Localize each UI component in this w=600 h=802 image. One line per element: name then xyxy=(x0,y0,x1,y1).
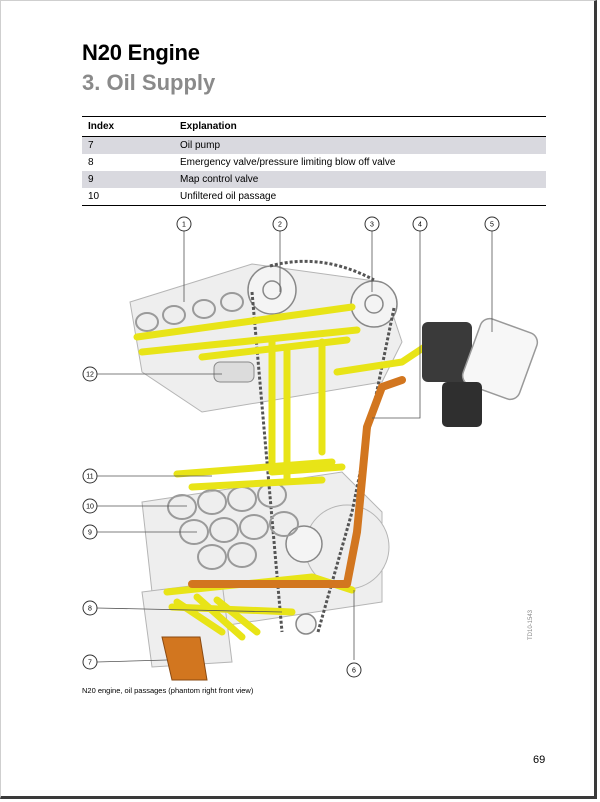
column-header-explanation: Explanation xyxy=(174,116,546,137)
row-explanation: Map control valve xyxy=(174,171,546,188)
pressure-valve-shape xyxy=(213,361,255,383)
callout-11: 11 xyxy=(86,474,93,481)
unfiltered-oil-passage xyxy=(188,376,406,588)
figure-caption: N20 engine, oil passages (phantom right … xyxy=(82,686,254,695)
table-row: 10 Unfiltered oil passage xyxy=(82,188,546,206)
figure-code: TD10-1543 xyxy=(528,609,534,640)
callout-1: 1 xyxy=(182,222,186,229)
callout-7: 7 xyxy=(88,660,92,667)
callout-5: 5 xyxy=(490,222,494,229)
legend-table: Index Explanation 7 Oil pump 8 Emergency… xyxy=(82,116,546,206)
callout-6: 6 xyxy=(352,668,356,675)
engine-oil-passage-diagram: 1 2 3 4 5 6 7 8 9 10 11 12 xyxy=(82,216,539,681)
oil-filter-housing xyxy=(422,317,539,427)
row-index: 7 xyxy=(82,136,174,154)
callout-10: 10 xyxy=(86,504,94,511)
column-header-index: Index xyxy=(82,116,174,137)
page-subtitle: 3. Oil Supply xyxy=(82,70,216,95)
row-explanation: Oil pump xyxy=(174,136,546,154)
oil-pump-shape xyxy=(161,636,208,681)
table-row: 8 Emergency valve/pressure limiting blow… xyxy=(82,154,546,171)
row-index: 8 xyxy=(88,157,94,168)
callout-2: 2 xyxy=(278,222,282,229)
callout-8: 8 xyxy=(88,606,92,613)
callout-3: 3 xyxy=(370,222,374,229)
row-index: 10 xyxy=(82,188,174,206)
page-title: N20 Engine xyxy=(82,40,200,65)
leader-lines xyxy=(96,231,493,663)
table-header-row: Index Explanation xyxy=(82,116,546,137)
camshaft-sprockets xyxy=(247,265,398,635)
row-explanation: Unfiltered oil passage xyxy=(174,188,546,206)
callout-4: 4 xyxy=(418,222,422,229)
page-number: 69 xyxy=(533,754,546,766)
table-row: 9 Map control valve xyxy=(82,171,546,188)
callout-9: 9 xyxy=(88,530,92,537)
row-index: 9 xyxy=(82,171,174,188)
row-explanation: Emergency valve/pressure limiting blow o… xyxy=(180,157,396,168)
table-row: 7 Oil pump xyxy=(82,136,546,154)
callout-12: 12 xyxy=(86,372,94,379)
callout-bubbles xyxy=(82,216,500,678)
